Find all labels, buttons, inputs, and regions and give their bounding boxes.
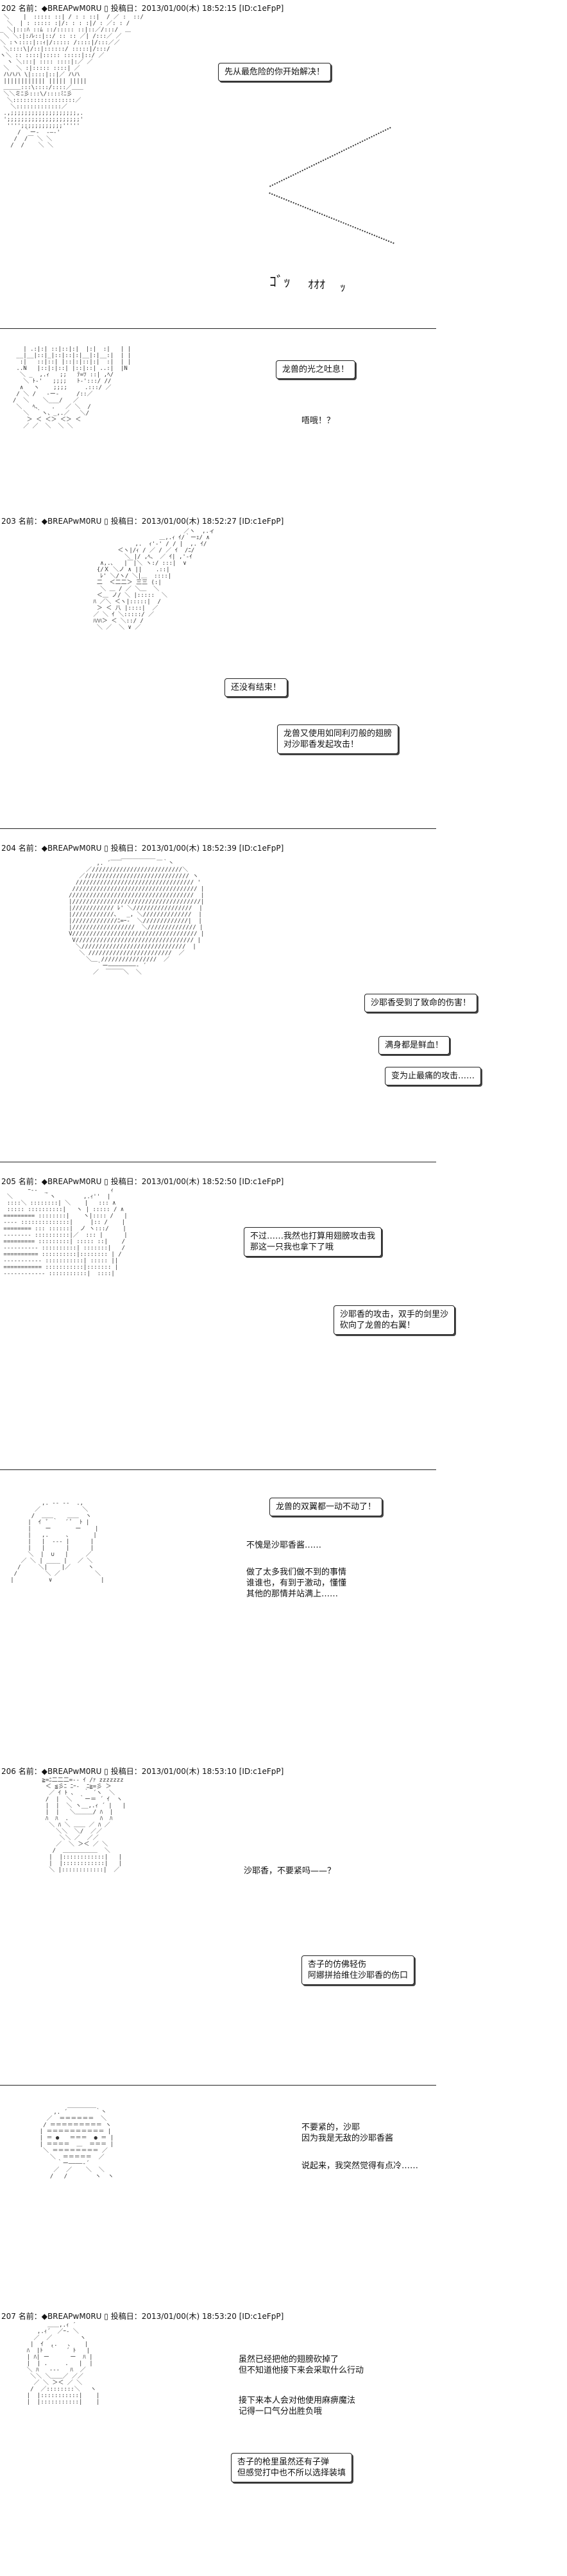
dialogue-text: 不要紧的，沙耶 因为我是无敌的沙耶香酱 (301, 2123, 394, 2143)
speech-bubble: 不过……我然也打算用翅膀攻击我 那这一只我也拿下了哦 (244, 1227, 382, 1257)
ascii-art: ,. -‐ ‐- ., ／ ＼ / ＿＿ ＿＿ ヽ | ｲ ﾟ ｀ ´ ﾟ ﾄ … (10, 1500, 105, 1584)
post-header: 202 名前：◆BREAPwM0RU ▯ 投稿日：2013/01/00(木) 1… (1, 4, 284, 13)
sound-effect: ｺﾞｯ (269, 274, 291, 290)
section-divider (0, 2085, 436, 2086)
post-header: 207 名前：◆BREAPwM0RU ▯ 投稿日：2013/01/00(木) 1… (1, 2312, 284, 2321)
dialogue-text: 虽然已经把他的翅膀砍掉了 但不知道他接下来会采取什么行动 (239, 2355, 364, 2375)
post-header: 204 名前：◆BREAPwM0RU ▯ 投稿日：2013/01/00(木) 1… (1, 844, 284, 853)
post-202: 202 名前：◆BREAPwM0RU ▯ 投稿日：2013/01/00(木) 1… (0, 0, 567, 340)
ascii-art: | .:|:| ::|::|:| |:| :| | | __|__|::|_|:… (13, 346, 131, 430)
post-204: 204 名前：◆BREAPwM0RU ▯ 投稿日：2013/01/00(木) 1… (0, 840, 567, 1173)
speech-bubble: 龙兽的光之吐息！ (276, 360, 356, 379)
narration-box: 沙耶香的攻击，双手的剑里沙 砍向了龙兽的右翼！ (334, 1305, 455, 1335)
post-206b: ＿＿＿＿＿ ,. ´ ｀丶 ／ ＝＝＝＝＝＝ ＼ / ＝＝＝＝＝＝＝＝＝ ヽ |… (0, 2096, 567, 2308)
narration-box: 杏子的枪里虽然还有子弹 但感觉打中也不所以选择装填 (231, 2453, 353, 2482)
post-202b: | .:|:| ::|::|:| |:| :| | | __|__|::|_|:… (0, 340, 567, 519)
ascii-art: ＼ | ::::: ::| / : : ::| / ／ : ::/ ＼ | : … (0, 14, 144, 149)
ascii-art: ＿＿,.ｨ ´￣ ,.ｨ´ ／ｰ‐ ＼ ／ ／ ヽ | ｲ ,. ､ | ﾊ |… (26, 2322, 100, 2405)
dialogue-text: 接下来本人会对他使用麻痹魔法 记得一口气分出胜负哦 (239, 2396, 356, 2416)
dialogue-text: 做了太多我们做不到的事情 谁谁也，有到于激动，懂懂 其他的那情并站满上…… (246, 1568, 347, 1599)
narration-box: 沙耶香受到了致命的伤害！ (364, 994, 478, 1012)
ascii-art: ／ヽ ,.ィ ＿,.ｨ ｲ/｀ーｪ/ ∧ ,. ｨ'‐' / / | ,. ｲ/… (93, 528, 215, 631)
ascii-art: ｰ‐- _ ｨ ＼ ｀ヽ ,.ｨ'' | ::::＼ ::::::::| ＼ |… (3, 1187, 128, 1277)
post-205: 205 名前：◆BREAPwM0RU ▯ 投稿日：2013/01/00(木) 1… (0, 1173, 567, 1481)
post-header: 206 名前：◆BREAPwM0RU ▯ 投稿日：2013/01/00(木) 1… (1, 1767, 284, 1776)
speech-bubble: 先从最危险的你开始解决！ (218, 63, 332, 81)
section-divider (0, 328, 436, 329)
post-header: 203 名前：◆BREAPwM0RU ▯ 投稿日：2013/01/00(木) 1… (1, 517, 284, 526)
narration-box: 杏子的仿佛轻伤 阿娜拼拾维住沙耶香的伤口 (301, 1955, 415, 1985)
dialogue-text: 不愧是沙耶香酱…… (246, 1541, 322, 1550)
beam-dots (269, 126, 391, 187)
post-206: 206 名前：◆BREAPwM0RU ▯ 投稿日：2013/01/00(木) 1… (0, 1763, 567, 2096)
exclamation-text: 唔哦！？ (301, 416, 335, 426)
speech-bubble: 满身都是鲜血！ (378, 1036, 450, 1055)
narration-box: 龙兽又使用如同利刃般的翅膀 对沙耶香发起攻击！ (277, 724, 399, 754)
post-207: 207 名前：◆BREAPwM0RU ▯ 投稿日：2013/01/00(木) 1… (0, 2308, 567, 2576)
beam-dots (269, 192, 394, 244)
speech-bubble: 龙兽的双翼都一动不动了！ (269, 1498, 383, 1516)
post-203: 203 名前：◆BREAPwM0RU ▯ 投稿日：2013/01/00(木) 1… (0, 513, 567, 840)
post-205b: ,. -‐ ‐- ., ／ ＼ / ＿＿ ＿＿ ヽ | ｲ ﾟ ｀ ´ ﾟ ﾄ … (0, 1481, 567, 1763)
ascii-art: ＿＿＿＿＿ ,. ´ ｀丶 ／ ＝＝＝＝＝＝ ＼ / ＝＝＝＝＝＝＝＝＝ ヽ |… (39, 2103, 114, 2180)
section-divider (0, 1469, 436, 1470)
sound-effect: ｵｵｵ (308, 278, 325, 292)
ascii-art: ≧=ﾆ二二二=-‐ ｲ /ｧ zzzzzzz ＜ ≦彡ﾆ ﾆｰ‐ ﾆ≧=彡 ＞ … (42, 1777, 126, 1873)
speech-bubble: 还没有结束！ (224, 678, 288, 697)
sound-effect: ｯ (340, 281, 346, 294)
speech-bubble: 变为止最痛的攻击…… (385, 1067, 482, 1085)
post-header: 205 名前：◆BREAPwM0RU ▯ 投稿日：2013/01/00(木) 1… (1, 1177, 284, 1186)
dialogue-text: 说起来，我突然觉得有点冷…… (301, 2161, 419, 2171)
dialogue-text: 沙耶香，不要紧吗——？ (244, 1866, 336, 1876)
section-divider (0, 828, 436, 829)
ascii-art: ＿＿＿＿＿＿ ,. ´￣￣ ￣｀丶 ／/////////////////////… (69, 854, 205, 976)
